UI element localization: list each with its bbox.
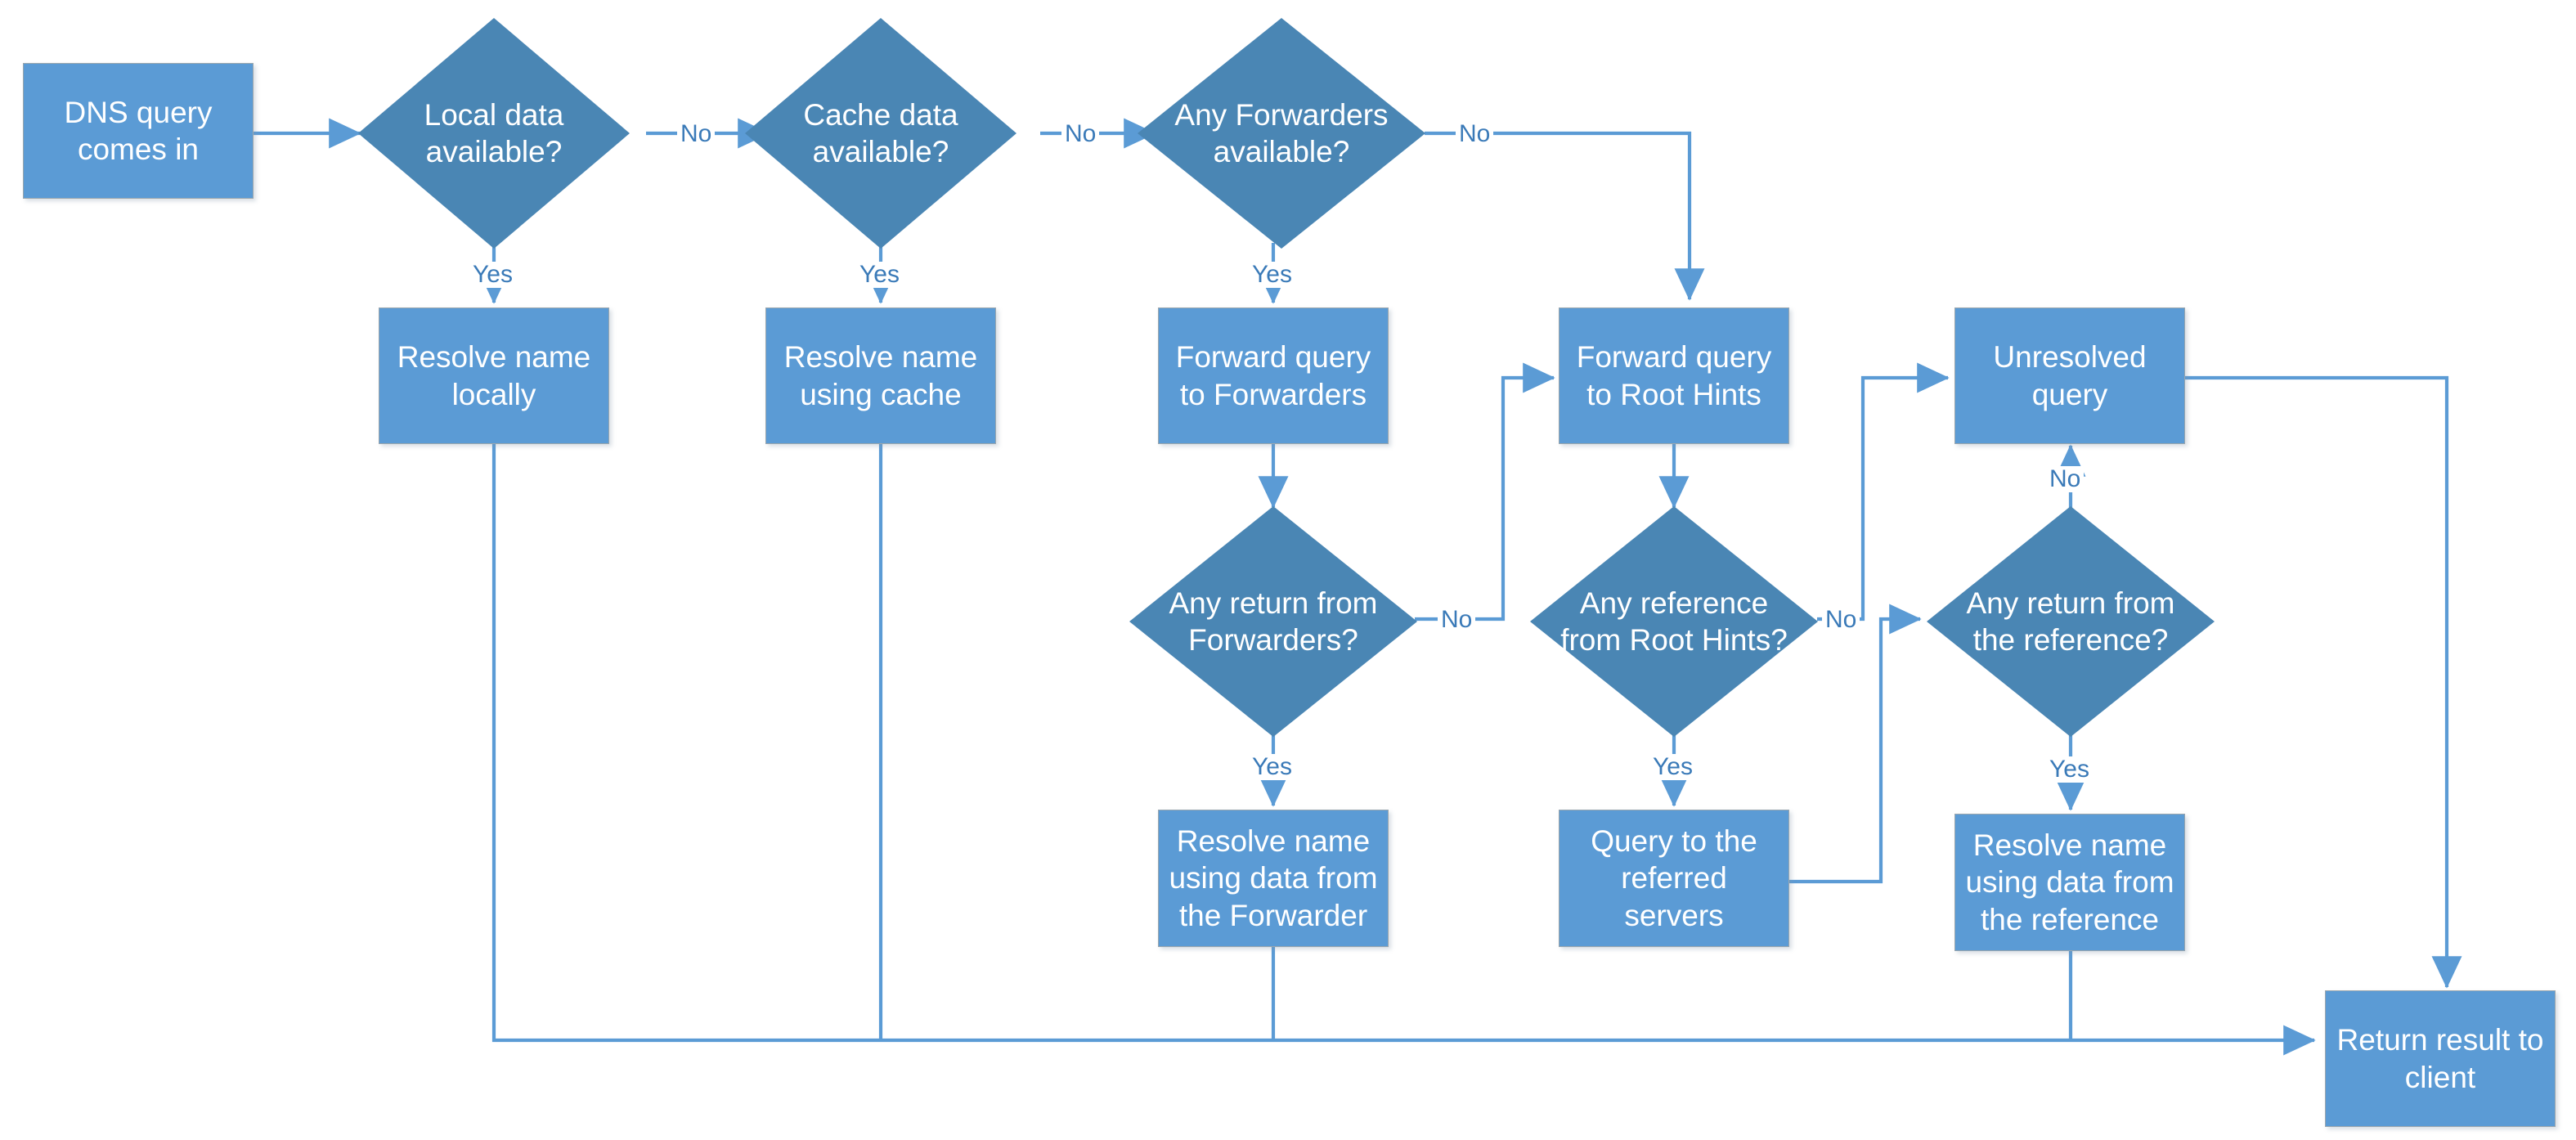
node-label: Unresolved query bbox=[1993, 340, 2147, 411]
edge-forwarders-no bbox=[1425, 131, 1705, 301]
node-label: Resolve name locally bbox=[397, 340, 591, 411]
node-query-to-the-referred-servers[interactable]: Query to the referred servers bbox=[1559, 810, 1789, 947]
edge-label-cache-yes: Yes bbox=[856, 262, 903, 288]
node-label: Any reference from Root Hints? bbox=[1560, 586, 1788, 657]
node-unresolved-query[interactable]: Unresolved query bbox=[1954, 307, 2185, 444]
edge-label-return-forwarders-no: No bbox=[1438, 607, 1476, 633]
node-any-return-from-the-reference[interactable]: Any return from the reference? bbox=[1927, 506, 2215, 737]
edge-label-return-reference-no: No bbox=[2046, 466, 2085, 492]
node-label: Forward query to Root Hints bbox=[1576, 340, 1772, 411]
node-any-return-from-forwarders[interactable]: Any return from Forwarders? bbox=[1129, 506, 1417, 737]
edge-label-cache-no: No bbox=[1061, 121, 1100, 147]
node-label: Any return from Forwarders? bbox=[1169, 586, 1378, 657]
edge-label-reference-root-yes: Yes bbox=[1649, 754, 1696, 780]
node-label: Resolve name using data from the Forward… bbox=[1169, 824, 1378, 932]
node-cache-data-available[interactable]: Cache data available? bbox=[745, 18, 1016, 249]
node-forward-query-to-root-hints[interactable]: Forward query to Root Hints bbox=[1559, 307, 1789, 444]
node-resolve-name-using-data-from-the-reference[interactable]: Resolve name using data from the referen… bbox=[1954, 814, 2185, 951]
node-label: DNS query comes in bbox=[64, 95, 213, 167]
node-any-forwarders-available[interactable]: Any Forwarders available? bbox=[1138, 18, 1425, 249]
node-forward-query-to-forwarders[interactable]: Forward query to Forwarders bbox=[1158, 307, 1389, 444]
node-label: Query to the referred servers bbox=[1591, 824, 1757, 932]
edge-unresolved-to-return bbox=[2185, 375, 2462, 989]
edge-label-forwarders-yes: Yes bbox=[1249, 262, 1295, 288]
node-label: Cache data available? bbox=[803, 97, 958, 168]
node-dns-query-in[interactable]: DNS query comes in bbox=[23, 63, 254, 199]
node-return-result-to-client[interactable]: Return result to client bbox=[2325, 990, 2556, 1127]
edge-label-return-forwarders-yes: Yes bbox=[1249, 754, 1295, 780]
node-label: Forward query to Forwarders bbox=[1175, 340, 1371, 411]
node-label: Return result to client bbox=[2336, 1023, 2544, 1094]
edge-label-local-yes: Yes bbox=[469, 262, 516, 288]
edge-label-local-no: No bbox=[677, 121, 716, 147]
node-label: Resolve name using cache bbox=[783, 340, 978, 411]
edge-label-return-reference-yes: Yes bbox=[2046, 756, 2093, 783]
node-label: Any Forwarders available? bbox=[1174, 97, 1389, 168]
node-label: Any return from the reference? bbox=[1966, 586, 2175, 657]
edge-label-reference-root-no: No bbox=[1822, 607, 1860, 633]
edge-label-forwarders-no: No bbox=[1456, 121, 1494, 147]
node-resolve-name-locally[interactable]: Resolve name locally bbox=[379, 307, 609, 444]
node-local-data-available[interactable]: Local data available? bbox=[358, 18, 630, 249]
node-label: Resolve name using data from the referen… bbox=[1965, 828, 2174, 936]
node-resolve-name-using-cache[interactable]: Resolve name using cache bbox=[765, 307, 996, 444]
node-label: Local data available? bbox=[424, 97, 564, 168]
node-any-reference-from-root-hints[interactable]: Any reference from Root Hints? bbox=[1530, 506, 1818, 737]
node-resolve-name-using-data-from-the-forwarder[interactable]: Resolve name using data from the Forward… bbox=[1158, 810, 1389, 947]
